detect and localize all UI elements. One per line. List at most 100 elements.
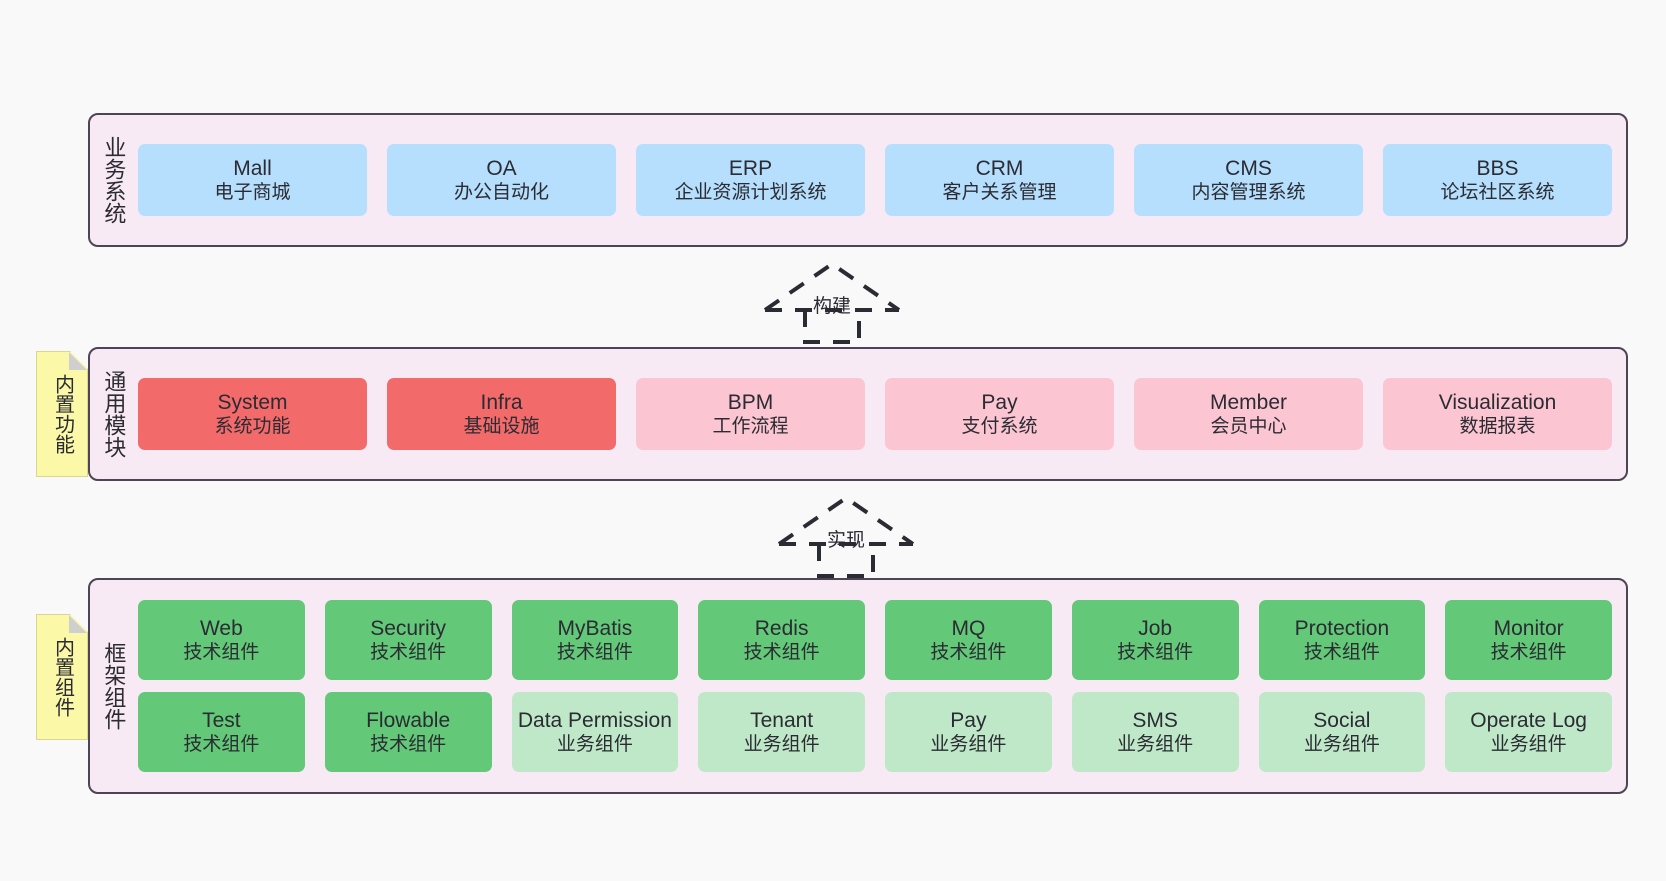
card-title: CMS — [1225, 156, 1272, 180]
card-title: Data Permission — [517, 708, 672, 732]
card-title: Redis — [754, 616, 809, 640]
connector-implement: 实现 — [771, 492, 921, 578]
card-title: Flowable — [366, 708, 451, 732]
card-title: CRM — [975, 156, 1024, 180]
card-subtitle: 技术组件 — [930, 642, 1007, 664]
card-title: Pay — [950, 708, 987, 732]
card-subtitle: 业务组件 — [1303, 734, 1380, 756]
card-subtitle: 数据报表 — [1459, 416, 1536, 438]
card-subtitle: 技术组件 — [1303, 642, 1380, 664]
build-arrow-icon — [763, 261, 901, 344]
card-title: Visualization — [1438, 390, 1557, 414]
card-subtitle: 技术组件 — [556, 642, 633, 664]
card-subtitle: 工作流程 — [712, 416, 789, 438]
card-subtitle: 业务组件 — [556, 734, 633, 756]
card-title: Security — [370, 616, 447, 640]
card-subtitle: 技术组件 — [183, 734, 260, 756]
card-title: ERP — [728, 156, 773, 180]
card-title: Mall — [233, 156, 272, 180]
card-subtitle: 客户关系管理 — [942, 182, 1057, 204]
card-title: Infra — [480, 390, 523, 414]
card-title: Tenant — [750, 708, 814, 732]
connector-build-label: 构建 — [813, 296, 852, 317]
card-subtitle: 技术组件 — [1490, 642, 1567, 664]
card-title: Protection — [1294, 616, 1390, 640]
card-title: Job — [1138, 616, 1173, 640]
card-title: MyBatis — [557, 616, 633, 640]
card-subtitle: 基础设施 — [463, 416, 540, 438]
card-subtitle: 企业资源计划系统 — [674, 182, 827, 204]
card-title: Pay — [981, 390, 1018, 414]
card-title: System — [217, 390, 288, 414]
card-subtitle: 支付系统 — [961, 416, 1038, 438]
card-subtitle: 会员中心 — [1210, 416, 1287, 438]
card-subtitle: 技术组件 — [370, 734, 447, 756]
card-title: MQ — [951, 616, 986, 640]
note-builtin-features-label: 内置功能 — [51, 374, 74, 454]
card-title: OA — [486, 156, 517, 180]
card-subtitle: 业务组件 — [930, 734, 1007, 756]
card-subtitle: 技术组件 — [1117, 642, 1194, 664]
card-subtitle: 业务组件 — [743, 734, 820, 756]
card-subtitle: 内容管理系统 — [1191, 182, 1306, 204]
card-subtitle: 办公自动化 — [453, 182, 549, 204]
connector-build: 构建 — [757, 258, 907, 344]
note-builtin-components: 内置组件 — [36, 614, 88, 740]
card-subtitle: 论坛社区系统 — [1440, 182, 1555, 204]
card-title: BPM — [727, 390, 774, 414]
card-subtitle: 业务组件 — [1117, 734, 1194, 756]
card-subtitle: 技术组件 — [743, 642, 820, 664]
note-fold-corner-icon — [69, 615, 87, 633]
card-title: Web — [199, 616, 243, 640]
card-title: Member — [1209, 390, 1288, 414]
card-title: Test — [202, 708, 241, 732]
card-subtitle: 系统功能 — [214, 416, 291, 438]
layer-business-title: 业务系统 — [101, 136, 127, 224]
layer-framework-title: 框架组件 — [101, 642, 127, 730]
note-fold-corner-icon — [69, 352, 87, 370]
card-subtitle: 业务组件 — [1490, 734, 1567, 756]
card-subtitle: 电子商城 — [214, 182, 291, 204]
card-title: Social — [1313, 708, 1371, 732]
card-title: SMS — [1132, 708, 1178, 732]
layer-common-title: 通用模块 — [101, 370, 127, 458]
note-builtin-features: 内置功能 — [36, 351, 88, 477]
